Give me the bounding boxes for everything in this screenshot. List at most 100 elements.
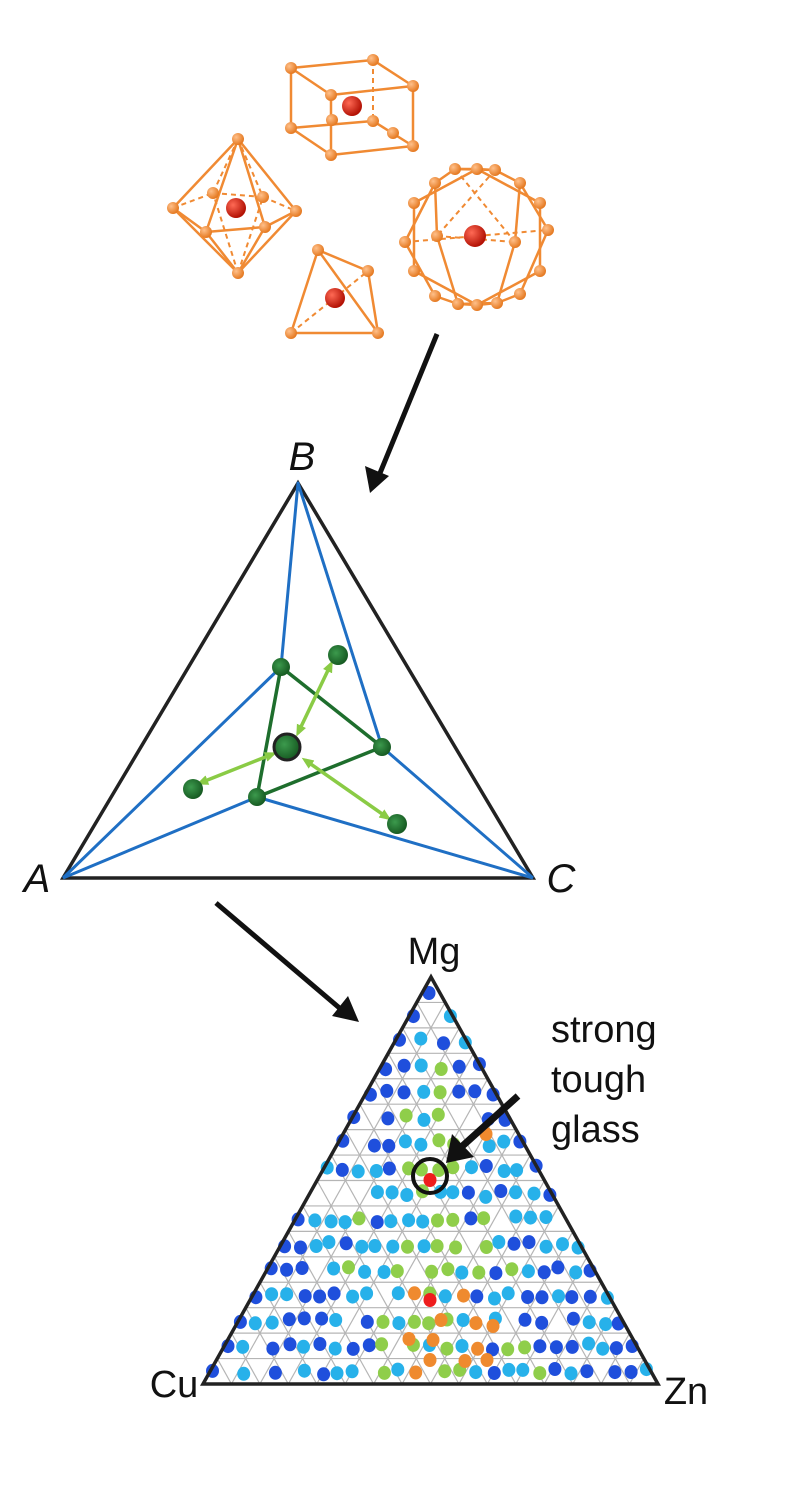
shell-atom — [534, 265, 547, 277]
bond — [290, 66, 332, 97]
arrow-ternary-to-alloy — [214, 901, 345, 1013]
bond — [476, 269, 541, 307]
bond — [403, 241, 437, 297]
composition-dot — [469, 1316, 483, 1331]
dashed-bond — [172, 192, 214, 209]
composition-dot-orange — [480, 1353, 494, 1367]
bond — [518, 182, 550, 231]
composition-dot — [470, 1289, 484, 1304]
composition-dot — [346, 1289, 360, 1304]
shell-atom — [290, 205, 302, 217]
composition-dot — [367, 1138, 381, 1153]
composition-dot — [417, 1112, 431, 1127]
composition-dot-red — [423, 1293, 437, 1307]
shell-atom — [285, 327, 297, 339]
composition-dot — [507, 1236, 521, 1251]
shell-atom — [387, 127, 399, 139]
composition-dot-red — [423, 1173, 437, 1187]
composition-dot — [360, 1286, 374, 1301]
composition-dot — [533, 1339, 547, 1354]
composition-dot — [556, 1237, 569, 1252]
shell-atom — [367, 115, 379, 127]
shell-atom — [325, 89, 337, 101]
shell-atom — [407, 80, 419, 92]
shell-atom — [285, 62, 297, 74]
shell-atom — [471, 163, 483, 175]
bond — [366, 270, 380, 334]
shell-atom — [407, 140, 419, 152]
composition-dot — [609, 1341, 623, 1356]
composition-dot — [537, 1265, 551, 1280]
bond — [403, 182, 437, 243]
composition-dot — [346, 1341, 360, 1356]
node-bottom — [248, 788, 266, 806]
composition-dot — [400, 1188, 414, 1202]
composition-dot — [392, 1316, 406, 1331]
vertex-label-cu: Cu — [150, 1364, 199, 1406]
bond — [172, 207, 239, 274]
composition-dot — [580, 1364, 594, 1379]
node-center — [272, 732, 302, 762]
arrow-to-left — [196, 752, 277, 785]
composition-dot — [565, 1339, 579, 1354]
annotation-line-2: tough — [551, 1059, 646, 1101]
shell-atom — [399, 236, 411, 248]
composition-dot — [566, 1311, 580, 1326]
composition-dot — [551, 1260, 565, 1275]
composition-dot — [535, 1290, 549, 1305]
composition-dot — [409, 1365, 423, 1380]
composition-dot — [360, 1314, 374, 1329]
composition-dot — [417, 1084, 431, 1099]
composition-dot — [599, 1317, 613, 1332]
composition-dot — [521, 1264, 535, 1279]
shell-atom — [312, 244, 324, 256]
composition-dot — [437, 1036, 450, 1051]
arrow-ternary-to-alloy-head — [332, 996, 359, 1022]
composition-dot — [377, 1365, 391, 1380]
composition-dot — [345, 1364, 359, 1379]
composition-dot — [477, 1211, 491, 1226]
composition-dot — [398, 1134, 412, 1149]
center-atom — [342, 96, 362, 116]
grid-line-diagonal — [373, 1078, 545, 1385]
composition-dot-orange — [426, 1333, 440, 1347]
shell-atom — [489, 164, 501, 176]
dashed-bond — [436, 169, 496, 237]
composition-dot — [552, 1289, 565, 1304]
bond — [237, 138, 297, 212]
composition-dot — [501, 1342, 515, 1357]
composition-dot — [446, 1212, 460, 1227]
composition-dot — [313, 1337, 327, 1351]
dashed-bond — [454, 168, 516, 243]
composition-dot — [501, 1286, 515, 1301]
bond — [236, 138, 267, 228]
shell-atom — [326, 114, 338, 126]
composition-dot — [497, 1164, 511, 1178]
bond — [433, 182, 439, 237]
composition-dot — [401, 1239, 414, 1254]
shell-atom — [429, 290, 441, 302]
composition-dot — [434, 1062, 448, 1076]
composition-dot — [335, 1162, 349, 1177]
composition-dot — [407, 1314, 421, 1329]
composition-dot — [313, 1289, 327, 1304]
composition-dot — [368, 1239, 382, 1253]
composition-dot — [391, 1362, 405, 1377]
composition-dot — [355, 1239, 369, 1254]
composition-dot — [446, 1185, 460, 1200]
composition-dot — [248, 1316, 262, 1331]
blue-path-b — [61, 481, 534, 880]
composition-dot — [268, 1365, 282, 1380]
vertex-label-a: A — [22, 857, 51, 901]
composition-dot — [509, 1185, 523, 1200]
composition-dot — [472, 1265, 486, 1280]
composition-dot — [397, 1058, 411, 1073]
bond — [172, 138, 239, 209]
composition-dot — [446, 1160, 460, 1175]
composition-dot — [397, 1085, 411, 1100]
composition-dot — [295, 1261, 309, 1275]
bond — [413, 167, 478, 205]
composition-dot — [449, 1240, 463, 1255]
composition-dot — [440, 1341, 454, 1356]
